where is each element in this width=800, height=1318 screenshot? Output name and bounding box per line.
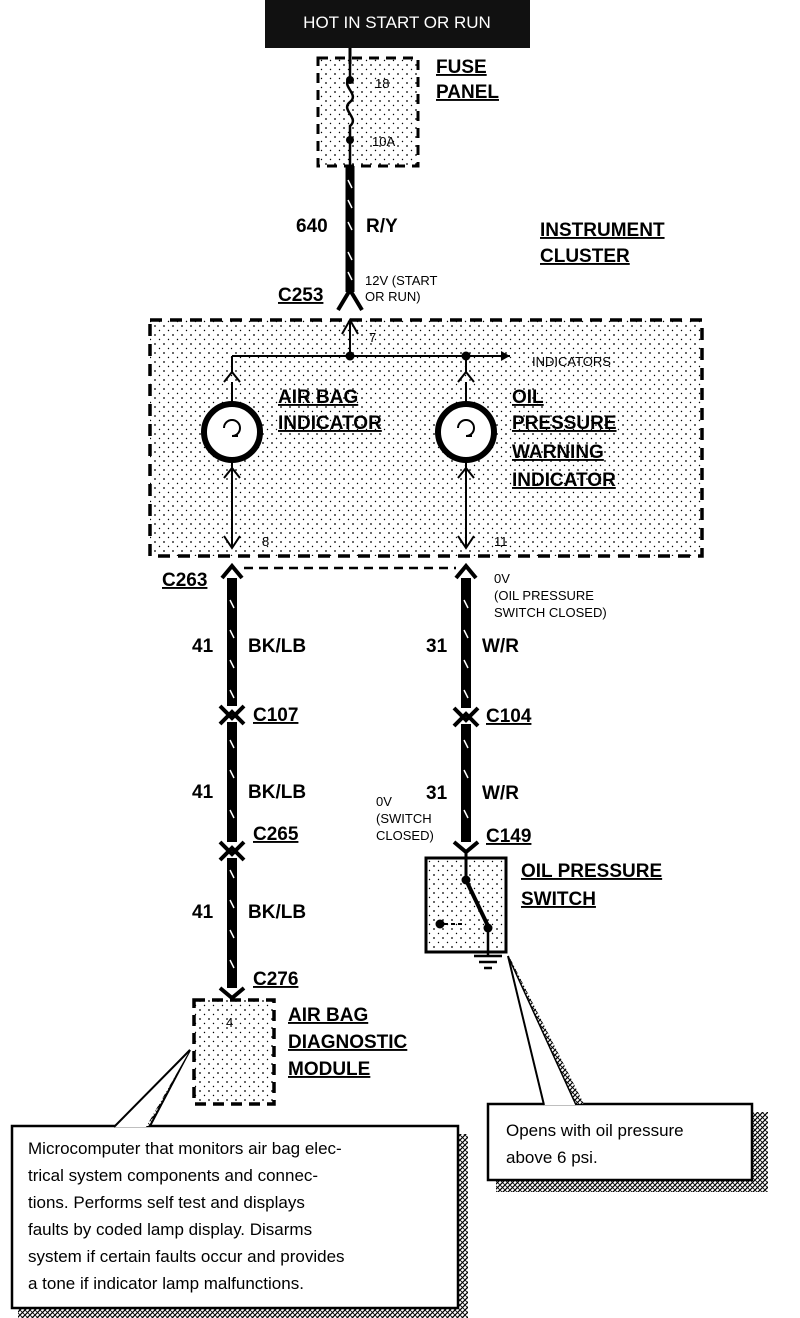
left-seg1-circuit: 41 xyxy=(192,636,214,657)
connector-c253-icon xyxy=(336,286,364,312)
indicators-label: INDICATORS xyxy=(532,354,611,369)
connector-c104-icon xyxy=(452,706,480,728)
switch-voltage-3: CLOSED) xyxy=(376,828,434,843)
air-bag-indicator-label-1: AIR BAG xyxy=(278,387,358,408)
oil-indicator-label-1: OIL xyxy=(512,387,544,408)
air-bag-indicator-label-2: INDICATOR xyxy=(278,413,382,434)
left-wire: 41 BK/LB C107 41 BK/LB C265 41 BK/LB C27… xyxy=(192,578,306,1001)
right-voltage-1: 0V xyxy=(494,571,510,586)
connector-c107-icon xyxy=(218,704,246,726)
ground-icon xyxy=(474,932,502,970)
instrument-cluster: 7 INDICATORS 8 AIR BAG INDICATOR 11 OIL … xyxy=(148,317,704,558)
left-seg1-color: BK/LB xyxy=(248,636,306,657)
module-pin: 4 xyxy=(226,1015,233,1030)
pin-7: 7 xyxy=(369,330,376,345)
connector-c107: C107 xyxy=(253,705,298,726)
connector-c276-icon xyxy=(218,986,246,1001)
feed-color: R/Y xyxy=(366,216,398,237)
module-label-3: MODULE xyxy=(288,1059,370,1080)
right-wire: 0V (OIL PRESSURE SWITCH CLOSED) 31 W/R C… xyxy=(376,571,607,855)
module-label-1: AIR BAG xyxy=(288,1005,368,1026)
connector-c265-icon xyxy=(218,840,246,862)
connector-c263-icon xyxy=(220,562,244,580)
air-bag-lamp-icon xyxy=(201,401,263,463)
instrument-cluster-label-1: INSTRUMENT xyxy=(540,220,665,241)
right-seg2-color: W/R xyxy=(482,783,519,804)
feed-wire: 640 R/Y 12V (START OR RUN) C253 xyxy=(278,166,438,312)
air-bag-diagnostic-module: 4 AIR BAG DIAGNOSTIC MODULE xyxy=(192,998,408,1106)
right-seg1-color: W/R xyxy=(482,636,519,657)
connector-c253: C253 xyxy=(278,285,323,306)
pin-11: 11 xyxy=(494,534,508,549)
module-label-2: DIAGNOSTIC xyxy=(288,1032,408,1053)
pin-8: 8 xyxy=(262,534,269,549)
fuse-number: 18 xyxy=(375,76,389,91)
feed-voltage-1: 12V (START xyxy=(365,273,438,288)
right-seg2-circuit: 31 xyxy=(426,783,448,804)
fuse-icon xyxy=(345,64,355,166)
oil-indicator-label-4: INDICATOR xyxy=(512,470,616,491)
left-seg2-circuit: 41 xyxy=(192,782,214,803)
oil-indicator-label-2: PRESSURE xyxy=(512,413,617,434)
fuse-panel-label-1: FUSE xyxy=(436,57,487,78)
note-left: Microcomputer that monitors air bag elec… xyxy=(10,1049,468,1318)
right-voltage-2: (OIL PRESSURE xyxy=(494,588,594,603)
connector-c276: C276 xyxy=(253,969,298,990)
note-right: Opens with oil pressure above 6 psi. xyxy=(486,955,768,1192)
fuse-panel-label-2: PANEL xyxy=(436,82,499,103)
instrument-cluster-label-2: CLUSTER xyxy=(540,246,630,267)
left-seg3-circuit: 41 xyxy=(192,902,214,923)
arrow-right-icon xyxy=(501,351,510,361)
oil-switch-label-2: SWITCH xyxy=(521,889,596,910)
oil-indicator-label-3: WARNING xyxy=(512,442,604,463)
oil-switch-label-1: OIL PRESSURE xyxy=(521,861,662,882)
feed-circuit: 640 xyxy=(296,216,328,237)
note-right-text: Opens with oil pressure above 6 psi. xyxy=(506,1121,688,1167)
switch-contact-icon xyxy=(464,879,490,927)
connector-c149: C149 xyxy=(486,826,531,847)
note-left-text: Microcomputer that monitors air bag elec… xyxy=(28,1139,349,1293)
feed-voltage-2: OR RUN) xyxy=(365,289,421,304)
oil-pressure-switch: OIL PRESSURE SWITCH xyxy=(424,852,662,970)
oil-pressure-lamp-icon xyxy=(435,401,497,463)
connector-c104: C104 xyxy=(486,706,532,727)
switch-voltage-1: 0V xyxy=(376,794,392,809)
fuse-rating: 10A xyxy=(372,134,395,149)
connector-c265: C265 xyxy=(253,824,299,845)
fuse-panel: 18 10A FUSE PANEL xyxy=(316,48,499,168)
connector-c149-icon xyxy=(452,840,480,855)
switch-voltage-2: (SWITCH xyxy=(376,811,432,826)
right-voltage-3: SWITCH CLOSED) xyxy=(494,605,607,620)
connector-c263: C263 xyxy=(162,570,207,591)
header-text: HOT IN START OR RUN xyxy=(303,13,491,32)
left-seg3-color: BK/LB xyxy=(248,902,306,923)
right-seg1-circuit: 31 xyxy=(426,636,448,657)
left-seg2-color: BK/LB xyxy=(248,782,306,803)
header-banner: HOT IN START OR RUN xyxy=(265,0,530,48)
